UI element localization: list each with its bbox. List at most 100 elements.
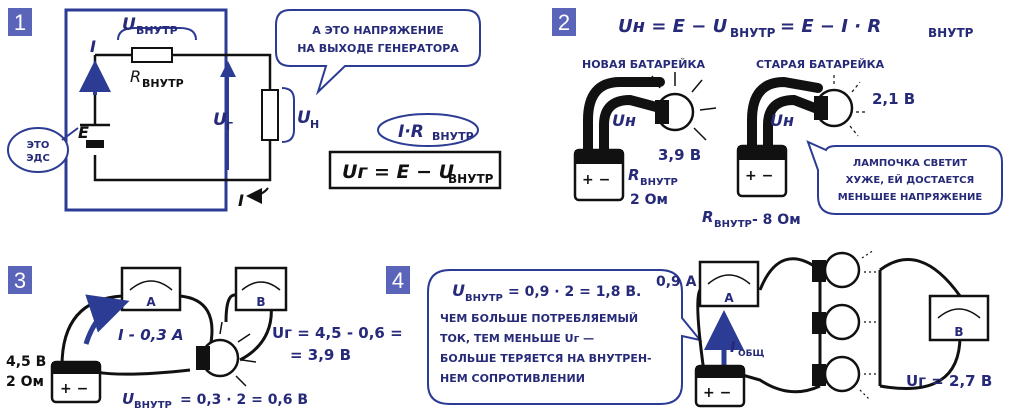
label-current-top: I	[90, 37, 96, 56]
panel-3: 3 А В + − I - 0,3 А 4,5 В 2 Ом Uг = 4,5 …	[6, 266, 403, 411]
bubble-output-line1: А ЭТО НАПРЯЖЕНИЕ	[312, 24, 443, 37]
u-internal-sub: ВНУТР	[134, 400, 172, 411]
lamp-base	[196, 346, 210, 370]
label-ug-sub: Г	[226, 120, 233, 133]
formula-un-tail-sub: ВНУТР	[928, 26, 974, 40]
battery-sign: + −	[703, 385, 731, 401]
ammeter-scale	[707, 274, 751, 285]
bubble-emf	[7, 127, 69, 173]
lamp-1	[812, 251, 861, 289]
panel-number: 3	[14, 268, 26, 293]
bubble-line1-sub: ВНУТР	[465, 293, 503, 304]
old-lamp-base	[814, 96, 828, 120]
ammeter-value: 0,9 А	[656, 274, 697, 290]
new-voltage: 3,9 В	[658, 146, 701, 164]
new-un-label: Uн	[612, 111, 636, 130]
current-label: I	[730, 338, 736, 356]
emf-label: 4,5 В	[6, 354, 46, 370]
old-r: R	[702, 208, 714, 226]
formula-un-sub: ВНУТР	[730, 26, 776, 40]
label-un-sub: Н	[310, 118, 319, 131]
ammeter-label: А	[146, 295, 156, 309]
current-sub: ОБЩ	[738, 349, 765, 359]
lamp-rays	[219, 321, 257, 387]
voltmeter-label: В	[954, 325, 963, 339]
battery-plate-short	[86, 140, 104, 148]
bubble-lamp	[806, 140, 1003, 215]
bubble-lamp-line1: ЛАМПОЧКА СВЕТИТ	[853, 158, 967, 169]
old-r-sub: ВНУТР	[714, 219, 752, 230]
battery-top	[52, 362, 100, 374]
lamp-3	[812, 355, 861, 393]
current-arrow-bottom	[246, 187, 269, 204]
bubble-line3: ТОК, ТЕМ МЕНЬШЕ Uг —	[440, 332, 594, 345]
voltmeter-label: В	[256, 295, 265, 309]
voltmeter-scale	[937, 308, 981, 319]
r-label: 2 Ом	[6, 374, 44, 390]
un-brace	[281, 87, 295, 143]
bubble-emf-line1: ЭТО	[27, 140, 50, 151]
bubble-line1-val: = 0,9 · 2 = 1,8 В.	[508, 284, 641, 300]
panel-number: 1	[14, 10, 26, 35]
panel-number: 2	[558, 10, 570, 35]
panel-number-box	[386, 266, 410, 294]
old-voltage: 2,1 В	[872, 90, 915, 108]
bubble-explanation	[427, 269, 703, 405]
ammeter-label: А	[724, 291, 734, 305]
label-emf: E	[78, 123, 89, 142]
ammeter-scale	[129, 280, 173, 291]
label-u-internal: U	[122, 15, 136, 35]
new-battery-label: НОВАЯ БАТАРЕЙКА	[582, 58, 705, 71]
old-un-label: Uн	[770, 111, 794, 130]
panel-number-box	[552, 8, 576, 36]
u-internal-brace	[117, 27, 197, 41]
old-battery-wires	[747, 76, 825, 155]
bubble-line4: БОЛЬШЕ ТЕРЯЕТСЯ НА ВНУТРЕН-	[440, 352, 652, 365]
old-lamp-rays	[833, 74, 866, 137]
new-battery-wires	[583, 77, 665, 160]
voltmeter-scale	[241, 281, 281, 291]
new-lamp-base	[655, 100, 669, 124]
bubble-line2: ЧЕМ БОЛЬШЕ ПОТРЕБЛЯЕМЫЙ	[440, 312, 638, 325]
formula-un: Uн = E − U	[618, 16, 728, 37]
lamp-2	[812, 303, 861, 341]
formula-main-sub: ВНУТР	[448, 172, 494, 186]
formula-box	[328, 150, 502, 190]
panel-1: 1 I U ВНУТР R ВНУТР E U Г U Н I	[7, 8, 502, 212]
old-battery-sign: + −	[745, 168, 773, 184]
new-battery-top	[575, 150, 623, 164]
bubble-lamp-line2: ХУЖЕ, ЕЙ ДОСТАЕТСЯ	[846, 173, 974, 186]
label-r-sub: ВНУТР	[142, 77, 184, 90]
ug-label: Uг = 2,7 В	[906, 372, 992, 390]
label-u-internal-sub: ВНУТР	[136, 24, 178, 37]
bubble-emf-tail	[61, 127, 79, 141]
bubble-lamp-line3: МЕНЬШЕЕ НАПРЯЖЕНИЕ	[838, 192, 983, 203]
panel-2: 2 Uн = E − U ВНУТР = E − I · R ВНУТР НОВ…	[552, 8, 1003, 230]
voltmeter	[928, 294, 990, 342]
old-battery-label: СТАРАЯ БАТАРЕЙКА	[756, 58, 885, 71]
panel-4: 4 U ВНУТР = 0,9 · 2 = 1,8 В. ЧЕМ БОЛЬШЕ …	[386, 249, 992, 408]
label-ug: U	[213, 110, 227, 130]
u-internal-label: U	[122, 390, 134, 408]
formula-top: I·R	[398, 122, 424, 142]
label-r: R	[130, 67, 141, 86]
circuit-wires	[60, 293, 273, 376]
panel-number-box	[8, 266, 32, 294]
battery-sign: + −	[60, 381, 88, 397]
ug-line1: Uг = 4,5 - 0,6 =	[272, 324, 403, 342]
label-current-bottom: I	[238, 191, 244, 210]
formula-top-bubble	[377, 113, 479, 147]
formula-un-tail: = E − I · R	[780, 16, 881, 37]
circuit-wire	[93, 53, 272, 182]
bubble-line1: U	[452, 281, 465, 300]
load-resistor	[261, 89, 279, 141]
new-r-val: 2 Ом	[630, 192, 668, 208]
u-internal-val: = 0,3 · 2 = 0,6 В	[180, 392, 308, 408]
bubble-emf-line2: ЭДС	[26, 153, 50, 164]
bubble-line5: НЕМ СОПРОТИВЛЕНИИ	[440, 372, 585, 385]
bubble-output	[275, 9, 481, 96]
old-battery-top	[738, 146, 786, 160]
current-arrow	[83, 294, 130, 345]
panel-number: 4	[392, 268, 404, 293]
